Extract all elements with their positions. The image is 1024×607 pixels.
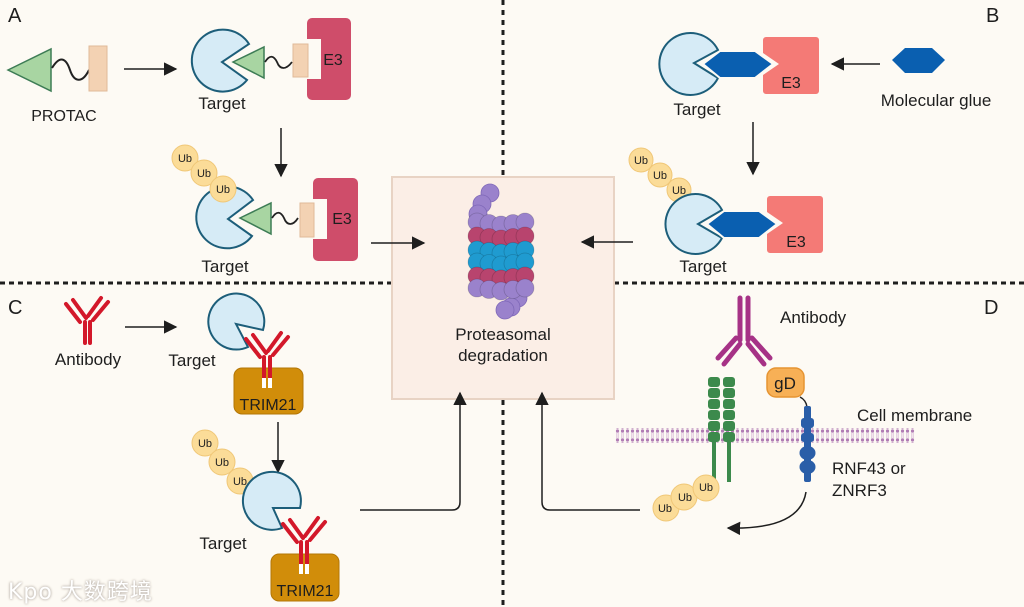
target-label: Target: [199, 534, 247, 553]
ub-label: Ub: [233, 476, 247, 488]
trim21-label: TRIM21: [277, 583, 334, 600]
e3-ligase-icon: [763, 37, 819, 94]
panel-letter-d: D: [984, 297, 998, 319]
panel-letter-c: C: [8, 297, 22, 319]
arrow-c-to-proteasome: [360, 391, 467, 511]
ub-label: Ub: [653, 170, 667, 182]
gd-label: gD: [774, 374, 796, 393]
proteasome-subunit: [495, 300, 515, 320]
ubiquitin-chain-icon: Ub Ub Ub: [628, 147, 692, 203]
trim21-label: TRIM21: [240, 397, 297, 414]
protac-molecule-icon: [6, 45, 108, 93]
molecular-glue-icon: [892, 48, 945, 73]
receptor-icon: [708, 377, 735, 482]
ligase-label-line1: RNF43 or: [832, 459, 906, 478]
e3-label: E3: [786, 234, 806, 251]
target-protein-icon: [658, 32, 720, 96]
e3-label: E3: [323, 52, 343, 69]
proteasome-icon: [467, 183, 535, 320]
ub-label: Ub: [178, 153, 192, 165]
panel-a: A PROTAC E3 Target: [6, 5, 426, 276]
gd-tag-icon: [766, 367, 808, 408]
protac-bound-icon: [231, 43, 309, 80]
antibody-label: Antibody: [55, 350, 122, 369]
target-label: Target: [201, 257, 249, 276]
ubiquitin-chain-icon: Ub Ub Ub: [171, 144, 237, 203]
ub-label: Ub: [678, 492, 692, 504]
molecular-glue-icon: [701, 50, 775, 79]
target-protein-icon: [241, 470, 302, 531]
watermark: Kpo 大数跨境: [8, 580, 153, 605]
target-label: Target: [673, 100, 721, 119]
panel-b: B E3 Target Molecular glue Ub Ub Ub: [580, 5, 999, 276]
ligase-label-line2: ZNRF3: [832, 481, 887, 500]
center-label-line1: Proteasomal: [455, 325, 550, 344]
e3-ligase-icon: [307, 18, 351, 100]
antibody-icon: [715, 295, 773, 367]
ubiquitin-chain-icon: Ub Ub Ub: [652, 474, 720, 522]
center-label-line2: degradation: [458, 346, 548, 365]
target-protein-icon: [190, 28, 251, 93]
panel-d: D Antibody Cell membrane gD RNF43 or ZNR…: [535, 295, 998, 536]
cell-membrane-label: Cell membrane: [857, 406, 972, 425]
antibody-icon: [64, 296, 110, 345]
ub-label: Ub: [198, 438, 212, 450]
proteasome-subunit: [515, 278, 535, 298]
rnf43-znrf3-icon: [799, 406, 816, 482]
target-protein-icon: [207, 292, 266, 351]
cell-membrane: [615, 428, 915, 443]
ubiquitin-chain-icon: Ub Ub Ub: [191, 429, 254, 495]
target-label: Target: [168, 351, 216, 370]
target-label: Target: [198, 94, 246, 113]
target-label: Target: [679, 257, 727, 276]
ub-label: Ub: [215, 457, 229, 469]
ub-label: Ub: [658, 503, 672, 515]
ubiquitination-arrow: [726, 491, 807, 536]
ub-label: Ub: [197, 168, 211, 180]
proteasomal-degradation-box: Proteasomal degradation: [391, 176, 615, 400]
molecular-glue-icon: [705, 210, 779, 239]
antibody-label: Antibody: [780, 308, 847, 327]
panel-letter-b: B: [986, 5, 999, 27]
e3-ligase-icon: [767, 196, 823, 253]
e3-label: E3: [781, 75, 801, 92]
antibody-icon: [244, 331, 290, 382]
panel-letter-a: A: [8, 5, 22, 27]
protac-bound-icon: [238, 201, 315, 238]
protac-label: PROTAC: [31, 108, 96, 125]
molecular-glue-label: Molecular glue: [881, 91, 992, 110]
arrow-d-to-proteasome: [535, 391, 640, 511]
target-protein-icon: [664, 193, 724, 255]
ub-label: Ub: [634, 155, 648, 167]
panel-c: C Antibody Target TRIM21 Ub Ub Ub T: [8, 292, 467, 602]
e3-ligase-icon: [313, 178, 358, 261]
ub-label: Ub: [216, 184, 230, 196]
ub-label: Ub: [672, 185, 686, 197]
e3-label: E3: [332, 211, 352, 228]
antibody-icon: [281, 516, 327, 568]
ub-label: Ub: [699, 482, 713, 494]
